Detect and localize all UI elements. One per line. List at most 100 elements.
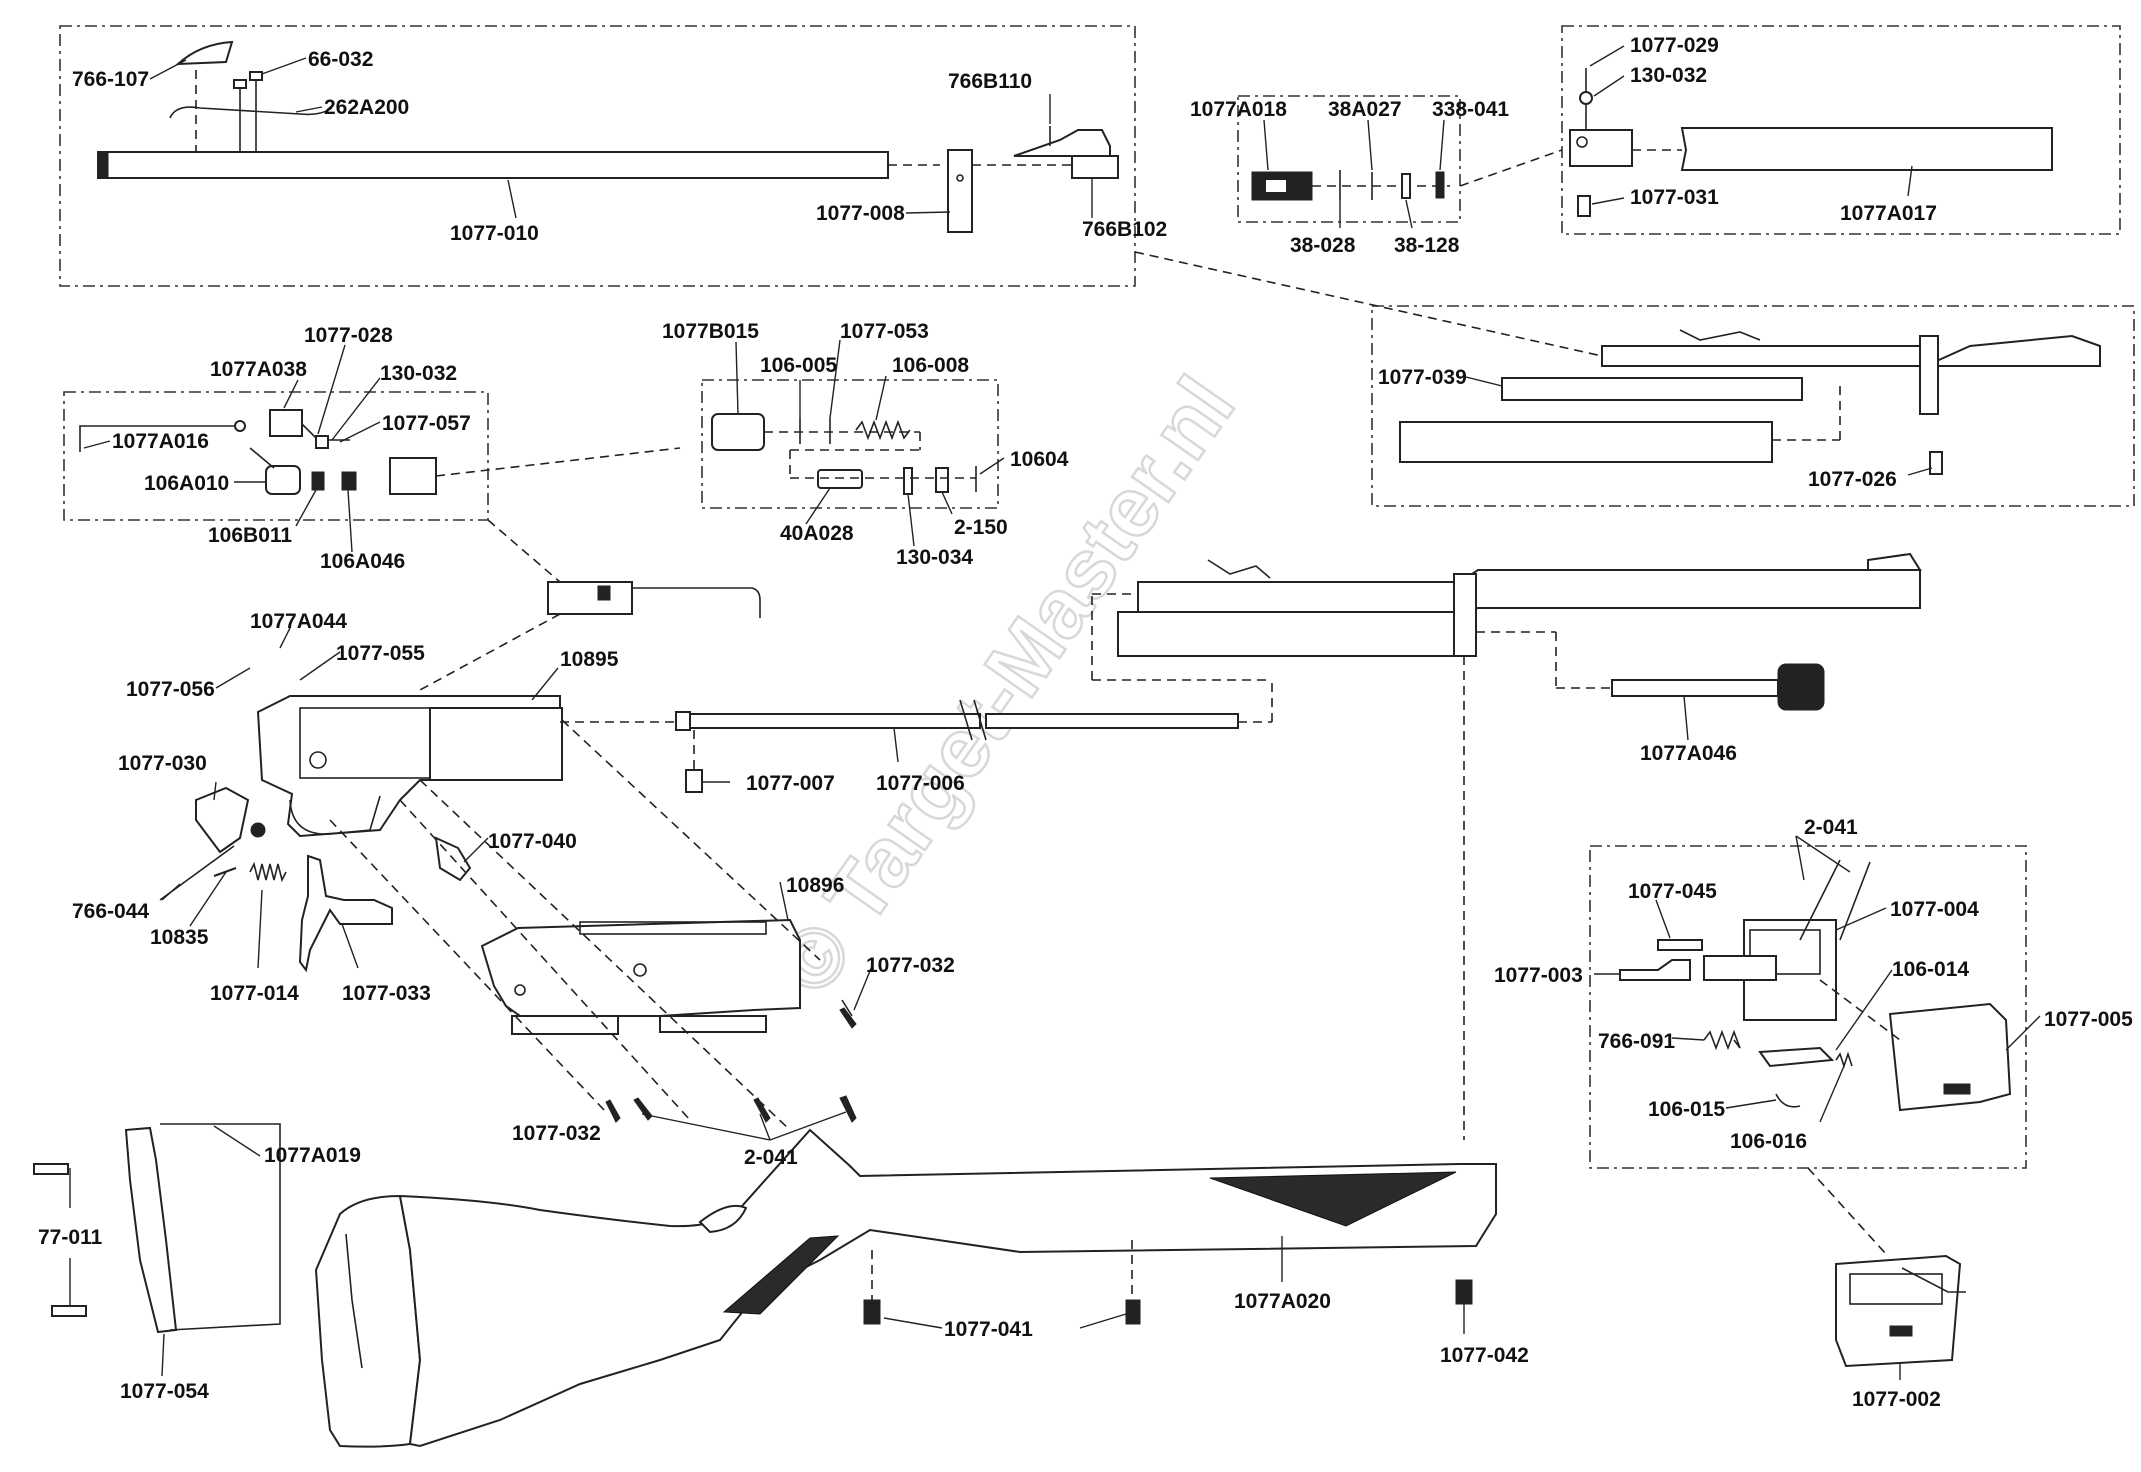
cocking-handle-part <box>547 581 633 615</box>
label-1077A038: 1077A038 <box>210 358 307 381</box>
trigger-assembly-part <box>1835 1254 1962 1368</box>
screw-130-032-part <box>1579 91 1593 105</box>
stock-group <box>33 1123 1497 1448</box>
trigger-parts-group <box>159 447 472 973</box>
label-1077-005: 1077-005 <box>2044 1008 2133 1031</box>
label-38-128: 38-128 <box>1394 234 1460 257</box>
cocking-rod-part <box>79 425 240 452</box>
barrel-band-part <box>947 149 973 233</box>
connector-line <box>1459 149 1563 187</box>
receiver-tube-box <box>1561 25 2121 235</box>
label-1077A044: 1077A044 <box>250 610 347 633</box>
label-106-008: 106-008 <box>892 354 969 377</box>
cocking-rod-part <box>632 587 761 618</box>
rear-sight-assembly-group <box>1237 95 1461 223</box>
barrel-tube-box <box>1371 305 2135 507</box>
label-338-041: 338-041 <box>1432 98 1509 121</box>
label-1077-031: 1077-031 <box>1630 186 1719 209</box>
label-1077-006: 1077-006 <box>876 772 965 795</box>
label-766B110: 766B110 <box>948 70 1032 93</box>
barrel-upper-part <box>1601 334 2101 367</box>
front-sight-part <box>1867 552 1922 571</box>
housing-10896-group <box>329 719 821 1131</box>
label-1077-010: 1077-010 <box>450 222 539 245</box>
rear-sight-assembly-box <box>1237 95 1461 223</box>
label-1077-029: 1077-029 <box>1630 34 1719 57</box>
sear-1077-030-part <box>195 786 250 854</box>
spring-106-008-part <box>855 419 911 441</box>
valve-stem-40A028-part <box>817 469 863 489</box>
trigger-1077-033-part <box>298 854 393 973</box>
plunger-1077A046-part <box>1611 679 1779 697</box>
barrel-assembly-box <box>59 25 1136 287</box>
receiver-tube-group <box>1561 25 2121 235</box>
trigger-assembly-1077-002-group <box>1835 1254 1966 1368</box>
stock-screw-1077-041-part <box>863 1299 881 1325</box>
front-sight-ramp-part <box>1013 129 1111 157</box>
label-1077-039: 1077-039 <box>1378 366 1467 389</box>
label-1077-053: 1077-053 <box>840 320 929 343</box>
spring-106-015-part <box>1775 1093 1801 1108</box>
trigger-mechanism-group <box>1589 845 2027 1169</box>
trigger-106-014-part <box>1758 1046 1835 1068</box>
valve-assembly-box <box>701 379 999 509</box>
rod-1077-006-part-b <box>985 713 1239 729</box>
label-1077-014: 1077-014 <box>210 982 299 1005</box>
label-40A028: 40A028 <box>780 522 854 545</box>
washer-130-034-part <box>903 467 913 495</box>
rod-group <box>675 593 1273 793</box>
rear-sight-part <box>169 106 333 119</box>
label-106-014: 106-014 <box>1892 958 1969 981</box>
barrel-band-part <box>1919 335 1939 415</box>
screw-part <box>839 1095 857 1123</box>
pin-1077-031-part <box>1577 195 1591 217</box>
label-766-107: 766-107 <box>72 68 149 91</box>
leader-lines <box>69 45 2041 1380</box>
sight-screw-part <box>233 79 247 89</box>
label-1077-041: 1077-041 <box>944 1318 1033 1341</box>
pin-1077-026-part <box>1929 451 1943 475</box>
trigger-guard-part <box>289 795 381 835</box>
label-130-034: 130-034 <box>896 546 973 569</box>
ring-106A046-part <box>341 471 357 491</box>
screws-2-041-part <box>1799 859 1871 941</box>
label-766-044: 766-044 <box>72 900 149 923</box>
screws-group <box>605 999 857 1123</box>
label-1077-003: 1077-003 <box>1494 964 1583 987</box>
receiver-tube-part <box>1680 127 2053 171</box>
label-106A046: 106A046 <box>320 550 405 573</box>
buttplate-part <box>124 1126 178 1334</box>
piston-106A010-part <box>265 465 301 495</box>
seal-106B011-part <box>311 471 325 491</box>
pin-10835-part <box>213 867 237 877</box>
barrel-side-part <box>1137 569 1921 613</box>
sear-1077-003-part <box>1619 959 1691 981</box>
stock-screw-1077-041-part-b <box>1125 1299 1141 1325</box>
front-sight-hood-part <box>175 40 234 66</box>
label-130-032-top: 130-032 <box>1630 64 1707 87</box>
label-77-011: 77-011 <box>38 1226 103 1249</box>
spring-1077-014-part <box>249 861 287 883</box>
label-1077-002: 1077-002 <box>1852 1388 1941 1411</box>
label-1077A016: 1077A016 <box>112 430 209 453</box>
spring-106-016-part <box>1835 1051 1853 1069</box>
screw-part <box>753 1097 771 1123</box>
stock-main-part <box>398 1128 1497 1448</box>
front-sight-base-part <box>1071 155 1119 179</box>
pin-130-032-part <box>315 435 329 449</box>
receiver-group <box>256 695 680 838</box>
label-1077-008: 1077-008 <box>816 202 905 225</box>
label-38-028: 38-028 <box>1290 234 1356 257</box>
label-106-005: 106-005 <box>760 354 837 377</box>
rod-1077-006-part <box>689 713 981 729</box>
label-66-032: 66-032 <box>308 48 373 71</box>
tube-end-part <box>1569 129 1633 167</box>
lower-tube-part <box>1399 421 1773 463</box>
buttplate-screw-part <box>33 1163 69 1175</box>
label-38A027: 38A027 <box>1328 98 1402 121</box>
barrel-part <box>97 151 889 179</box>
cocking-assembly-group <box>63 391 681 521</box>
label-1077A020: 1077A020 <box>1234 1290 1331 1313</box>
checkering-grip <box>722 1235 840 1315</box>
